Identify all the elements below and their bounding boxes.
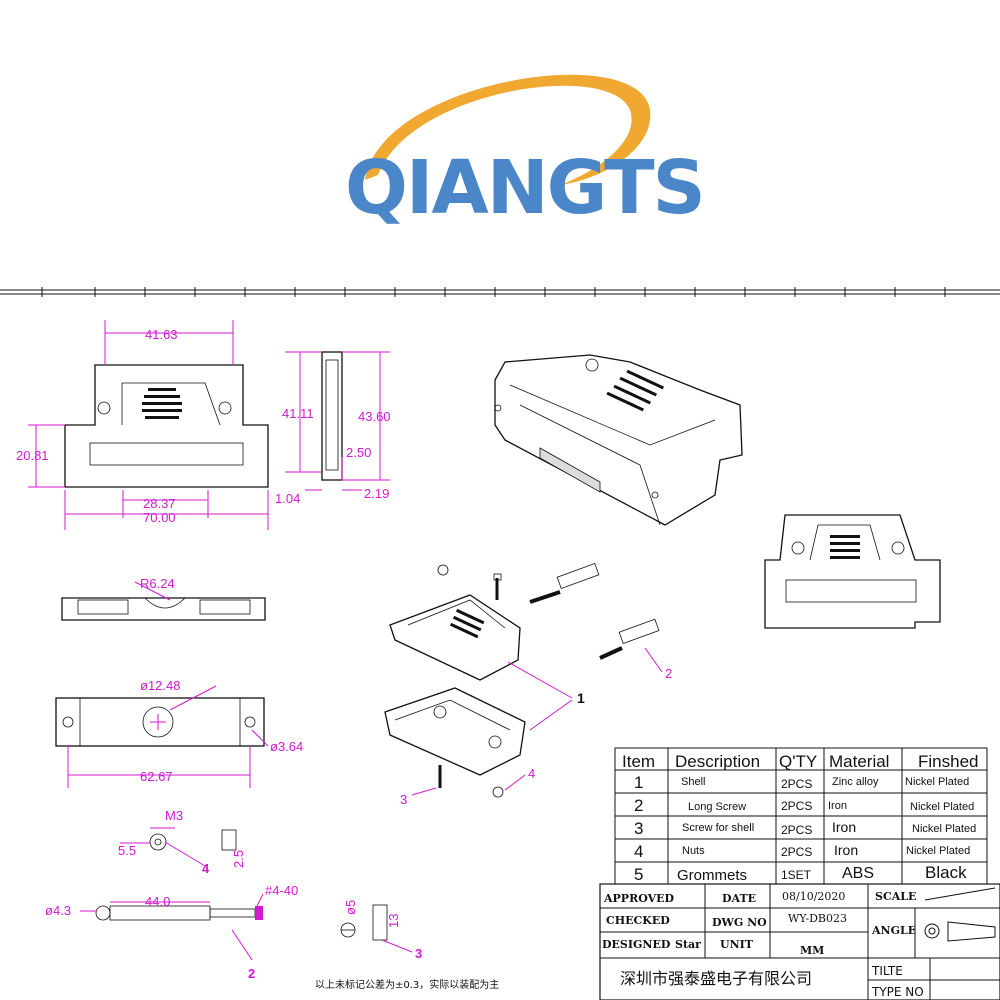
logo-text: QIANGTS: [345, 145, 704, 231]
tb-date-value: 08/10/2020: [782, 890, 845, 903]
tb-type-no: TYPE NO: [871, 985, 924, 999]
tb-angle: ANGLE: [871, 924, 916, 937]
callout-4b: 4: [202, 861, 210, 876]
bom-cell: 2PCS: [781, 777, 812, 791]
bom-cell: Zinc alloy: [832, 776, 879, 788]
bom-cell: 5: [634, 865, 643, 884]
company-logo: QIANGTS: [345, 74, 706, 231]
bom-cell: 1SET: [781, 868, 812, 882]
dim-hole-big: ø12.48: [140, 678, 180, 693]
tb-approved: APPROVED: [603, 892, 675, 905]
bom-cell: Nickel Plated: [912, 823, 976, 835]
bottom-view: ø12.48 ø3.64 62.67: [55, 678, 303, 788]
bom-cell: Nickel Plated: [910, 801, 974, 813]
title-block: APPROVED DATE 08/10/2020 SCALE CHECKED D…: [599, 883, 1000, 1000]
logo-swoosh-icon: [365, 74, 651, 185]
bom-cell: ABS: [842, 865, 874, 882]
dim-side-inner: 41.11: [282, 406, 314, 421]
bom-header-item: Item: [622, 752, 655, 771]
dim-side-right: 2.19: [364, 486, 389, 501]
tb-unit-value: MM: [800, 944, 824, 957]
bom-cell: 3: [634, 819, 643, 838]
bom-header-description: Description: [675, 752, 760, 771]
header-rule: [0, 287, 1000, 297]
bom-cell: Long Screw: [688, 801, 746, 813]
bom-cell: 1: [634, 773, 643, 792]
dim-front-top: 41.63: [145, 327, 178, 342]
dim-side-left: 1.04: [275, 491, 300, 506]
callout-2: 2: [665, 666, 672, 681]
long-screw-detail: ø4.3 44.0 #4-40 2: [45, 883, 298, 981]
dim-front-width: 70.00: [143, 510, 176, 525]
tb-designed: DESIGNED: [602, 938, 671, 951]
dim-front-bottom-inner: 28.37: [143, 496, 176, 511]
dim-bottom-width: 62.67: [140, 769, 173, 784]
footnote: 以上未标记公差为±0.3，实际以装配为主: [315, 978, 499, 991]
bom-cell: 2: [634, 796, 643, 815]
bom-cell: Iron: [834, 842, 858, 858]
nut-detail: M3 5.5 4 2.5: [118, 808, 246, 876]
bom-cell: Black: [925, 863, 967, 882]
dim-small-screw-len: 13: [386, 914, 401, 928]
bom-cell: 2PCS: [781, 799, 812, 813]
tb-company: 深圳市强泰盛电子有限公司: [620, 969, 812, 988]
dim-small-screw-dia: ø5: [343, 900, 358, 915]
front-view-right: [764, 514, 941, 629]
dim-screw-len: 44.0: [145, 894, 170, 909]
tb-checked: CHECKED: [606, 914, 670, 927]
dim-side-step: 2.50: [346, 445, 371, 460]
tb-designer: Star: [675, 938, 701, 951]
bom-table: Item Description Q'TY Material Finshed 1…: [614, 747, 988, 885]
tb-scale: SCALE: [875, 890, 916, 903]
tb-title: TILTE: [871, 964, 903, 978]
tb-date-label: DATE: [722, 892, 756, 905]
callout-1: 1: [577, 690, 585, 706]
callout-2b: 2: [248, 966, 255, 981]
dim-side-outer: 43.60: [358, 409, 391, 424]
dim-screw-dia: ø4.3: [45, 903, 71, 918]
bom-cell: 4: [634, 842, 643, 861]
bom-cell: Grommets: [677, 867, 747, 884]
front-view: 41.63 20.81 28.37 70.00: [16, 320, 269, 530]
dim-nut-thread: M3: [165, 808, 183, 823]
bom-header-qty: Q'TY: [779, 752, 817, 771]
callout-4: 4: [528, 766, 535, 781]
bom-cell: Nuts: [682, 845, 705, 857]
bom-cell: Iron: [828, 800, 847, 812]
bom-header-material: Material: [829, 752, 889, 771]
bom-cell: Iron: [832, 819, 856, 835]
callout-3b: 3: [415, 946, 422, 961]
dim-radius: R6.24: [140, 576, 175, 591]
bom-cell: Screw for shell: [682, 822, 754, 834]
bom-cell: Nickel Plated: [906, 845, 970, 857]
dim-nut-height: 2.5: [231, 850, 246, 868]
tb-unit-label: UNIT: [720, 938, 754, 951]
dim-screw-thread: #4-40: [265, 883, 298, 898]
bom-cell: Nickel Plated: [905, 776, 969, 788]
dim-nut-width: 5.5: [118, 843, 136, 858]
dim-front-height: 20.81: [16, 448, 49, 463]
bom-cell: 2PCS: [781, 823, 812, 837]
callout-3: 3: [400, 792, 407, 807]
bom-header-finished: Finshed: [918, 752, 978, 771]
top-section-view: R6.24: [61, 576, 266, 621]
bom-cell: 2PCS: [781, 845, 812, 859]
exploded-view: 1 2 3 4: [384, 563, 672, 807]
dim-hole-small: ø3.64: [270, 739, 303, 754]
small-screw-detail: ø5 13 3: [340, 900, 422, 961]
tb-dwg-label: DWG NO: [712, 916, 767, 929]
tb-dwg-value: WY-DB023: [788, 912, 847, 925]
isometric-view: [494, 354, 743, 526]
side-view: 41.11 43.60 2.50 1.04 2.19: [275, 351, 391, 506]
bom-cell: Shell: [681, 776, 705, 788]
